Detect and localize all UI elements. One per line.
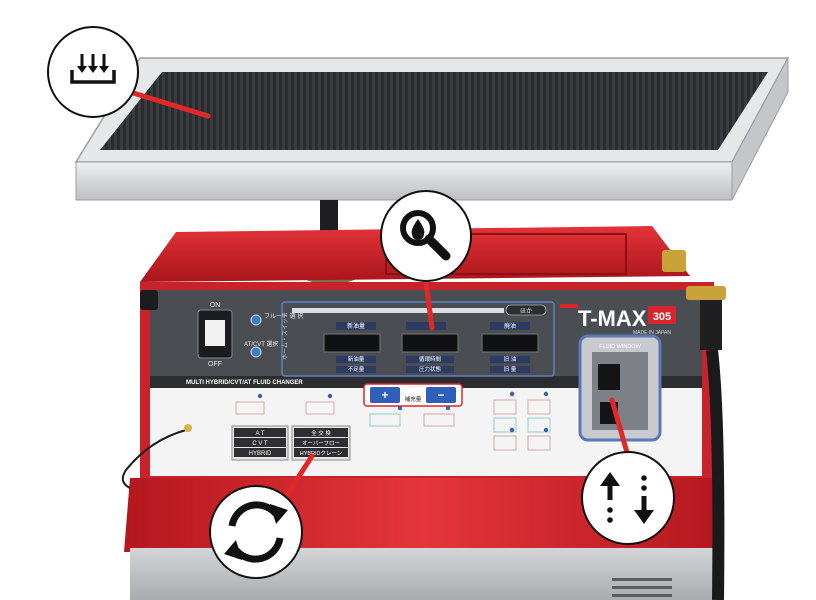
at-cvt-select-button[interactable] [250, 346, 262, 358]
plus-button[interactable] [370, 387, 400, 403]
product-strip-label: MULTI HYBRID/CVT/AT FLUID CHANGER [186, 380, 303, 386]
display-bottom-label-1: 新油量 [348, 355, 365, 363]
at-cvt-select-label: AT/CVT 選択 [244, 340, 278, 348]
hose-assembly [662, 250, 726, 600]
mode-full-exchange[interactable]: 全 交 換 [311, 429, 331, 437]
callout-flow [581, 451, 675, 545]
key-5[interactable] [527, 399, 551, 415]
key-7[interactable] [527, 435, 551, 451]
cycle-label: ほか [520, 308, 532, 315]
mode-at[interactable]: A T [256, 431, 265, 437]
drain-tray [74, 57, 790, 201]
up-down-flow-icon [600, 472, 654, 524]
mode-hybrid[interactable]: HYBRID [249, 451, 272, 457]
key-10[interactable] [527, 417, 551, 433]
power-switch[interactable]: ON OFF [197, 302, 233, 368]
magnifier-drop-icon [400, 210, 451, 261]
adjust-controls: + 補充量 − [363, 383, 463, 407]
brand-logo: T-MAX 305 MADE IN JAPAN [560, 304, 676, 336]
display-footer-label-3: 旧 量 [504, 366, 517, 373]
display-screen-3 [481, 333, 539, 353]
key-8[interactable] [369, 413, 401, 427]
display-footer-label-1: 不足量 [348, 366, 365, 373]
callout-drain-tray [47, 26, 139, 118]
power-off-label: OFF [208, 361, 222, 368]
fluid-select-label: フルード 選 択 [264, 312, 303, 320]
display-bottom-label-2: 循環時間 [419, 355, 442, 363]
brand-text: T-MAX [578, 306, 647, 331]
display-screen-2 [401, 333, 459, 353]
minus-label: − [437, 388, 444, 402]
made-in-label: MADE IN JAPAN [633, 330, 671, 336]
fluid-select-group: フルード 選 択 AT/CVT 選択 [244, 312, 303, 358]
fluid-window-title: FLUID WINDOW [599, 344, 641, 350]
display-footer-label-2: 圧力状態 [419, 365, 442, 373]
power-on-label: ON [210, 302, 221, 309]
cycle-arrows-icon [228, 501, 284, 563]
tray-drain-icon [70, 54, 116, 84]
key-2[interactable] [305, 401, 335, 415]
display-top-label-3: 廃油 [504, 322, 516, 330]
callout-cycle [209, 485, 303, 579]
mode-cvt[interactable]: C V T [252, 441, 268, 447]
key-1[interactable] [235, 401, 265, 415]
key-3[interactable] [423, 413, 455, 427]
display-screen-1 [323, 333, 381, 353]
display-bottom-label-3: 旧 油 [504, 355, 517, 363]
plus-label: + [381, 388, 388, 402]
mode-hybrid-clean[interactable]: HYBRIDクレーン [300, 450, 343, 457]
cable-connector [184, 424, 192, 432]
fluid-select-button[interactable] [250, 314, 262, 326]
model-badge: 305 [653, 311, 671, 323]
callout-inspect [380, 190, 472, 282]
display-top-label-1: 新油量 [347, 322, 365, 330]
mode-selector: A T C V T HYBRID 全 交 換 オーバーフロー HYBRIDクレー… [231, 425, 351, 461]
key-4[interactable] [493, 399, 517, 415]
minus-button[interactable] [426, 387, 456, 403]
key-6[interactable] [493, 435, 517, 451]
mode-overflow[interactable]: オーバーフロー [302, 440, 340, 447]
sensor-cable [121, 429, 187, 489]
key-9[interactable] [493, 417, 517, 433]
display-panel: ほか ホーム・スイッチ 新油量 廃油 新油量 循環時間 旧 油 不足量 圧力状態… [281, 301, 555, 377]
side-label: ホーム・スイッチ [282, 312, 289, 360]
adjust-label: 補充量 [405, 395, 422, 403]
keypad [235, 391, 551, 451]
